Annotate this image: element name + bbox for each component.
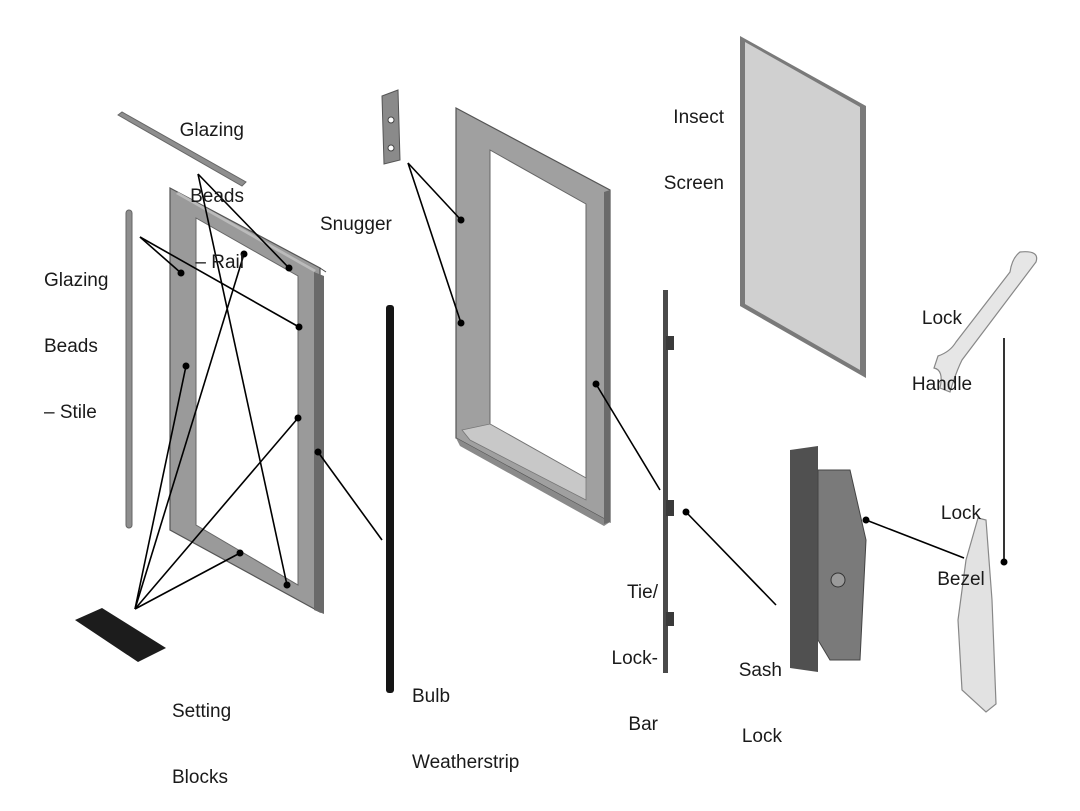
lock-handle: [933, 251, 1038, 393]
main-frame: [455, 107, 611, 526]
exploded-diagram: [75, 36, 1038, 713]
label-bulb-weatherstrip: Bulb Weatherstrip: [412, 642, 519, 796]
label-line: Weatherstrip: [412, 752, 520, 773]
setting-block: [75, 608, 166, 662]
label-line: Glazing: [179, 120, 244, 141]
bulb-weatherstrip: [386, 305, 394, 693]
label-line: Insect: [673, 107, 724, 128]
label-tie-lock-bar: Tie/ Lock- Bar: [600, 538, 658, 758]
tie-lock-bar: [663, 290, 674, 673]
label-line: Handle: [911, 374, 973, 395]
glazing-bead-rail: [117, 111, 247, 187]
sash-lock: [790, 446, 867, 672]
label-line: Beads: [190, 186, 244, 207]
label-line: Lock: [921, 308, 963, 329]
label-line: Lock: [741, 726, 782, 747]
label-line: Setting: [172, 701, 232, 722]
label-line: Glazing: [44, 270, 109, 291]
insect-screen: [740, 36, 866, 378]
label-sash-lock: Sash Lock: [726, 616, 782, 770]
lock-bezel: [957, 517, 997, 713]
label-line: Screen: [663, 173, 724, 194]
label-line: Bulb: [412, 686, 451, 707]
glazing-bead-stile: [125, 209, 133, 529]
label-line: Lock: [940, 503, 982, 524]
label-line: Tie/: [627, 582, 658, 603]
label-line: Bar: [628, 714, 658, 735]
label-line: – Rail: [195, 252, 244, 273]
label-line: Bezel: [937, 569, 985, 590]
snugger: [381, 89, 401, 165]
leader-lines: [134, 162, 1005, 610]
label-lock-handle: Lock Handle: [900, 264, 984, 418]
sash-frame: [169, 187, 327, 614]
label-line: Beads: [44, 336, 98, 357]
label-glazing-beads-stile: Glazing Beads – Stile: [44, 226, 134, 446]
label-line: – Stile: [44, 402, 97, 423]
leader-dots: [177, 216, 1008, 589]
label-setting-blocks: Setting Blocks: [172, 657, 231, 811]
label-insect-screen: Insect Screen: [640, 63, 724, 217]
label-line: Snugger: [320, 214, 392, 235]
label-line: Blocks: [172, 767, 228, 788]
label-snugger: Snugger: [320, 170, 392, 258]
label-line: Sash: [738, 660, 782, 681]
label-glazing-beads-rail: Glazing Beads – Rail: [150, 76, 244, 296]
label-line: Lock-: [611, 648, 658, 669]
label-lock-bezel: Lock Bezel: [926, 459, 996, 613]
